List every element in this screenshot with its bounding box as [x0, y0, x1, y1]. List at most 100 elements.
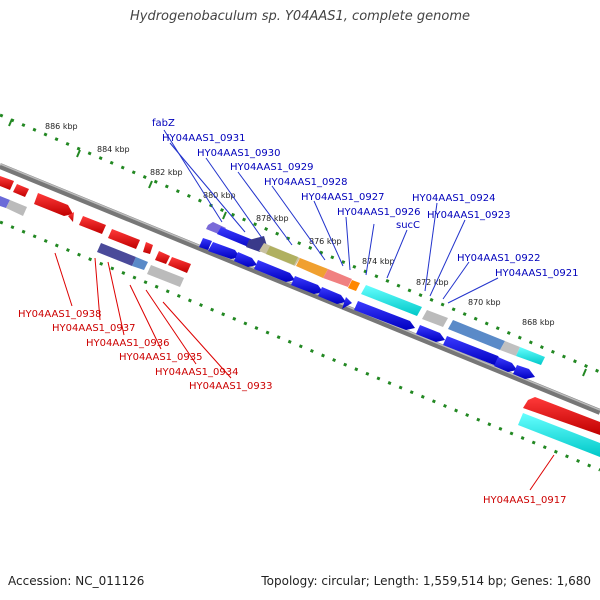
- scale-label: 870 kbp: [468, 298, 501, 307]
- cds-feature: [168, 257, 191, 273]
- rna-feature: [518, 413, 600, 457]
- cds-feature: [0, 176, 14, 190]
- genome-backbone: [0, 163, 600, 415]
- forward-features-row2: [199, 238, 535, 379]
- major-tick: [8, 118, 13, 127]
- reverse-leader-lines: [54, 252, 555, 491]
- cds-feature: [354, 301, 415, 330]
- reverse-labels: HY04AAS1_0938 HY04AAS1_0937 HY04AAS1_093…: [18, 309, 566, 506]
- map-title: Hydrogenobaculum sp. Y04AAS1, complete g…: [129, 9, 471, 24]
- gene-label: HY04AAS1_0937: [52, 323, 135, 334]
- gene-label: HY04AAS1_0936: [86, 338, 169, 349]
- major-tick: [582, 368, 587, 377]
- rna-feature: [361, 285, 422, 316]
- gene-label: HY04AAS1_0927: [301, 192, 384, 203]
- cds-feature: [448, 320, 505, 350]
- gene-label: HY04AAS1_0935: [119, 352, 202, 363]
- cds-feature: [318, 287, 346, 304]
- gene-label: sucC: [396, 220, 420, 231]
- cds-feature: [34, 193, 73, 216]
- cds-feature: [79, 216, 106, 234]
- cds-feature: [291, 276, 323, 294]
- gene-label: HY04AAS1_0921: [495, 268, 578, 279]
- major-tick: [76, 149, 81, 158]
- cds-feature: [234, 252, 257, 267]
- outer-tick-track: [0, 113, 600, 374]
- reverse-features-left: [0, 176, 191, 287]
- scale-label: 874 kbp: [362, 257, 395, 266]
- leader-line: [54, 252, 73, 307]
- leader-line: [162, 301, 232, 379]
- cds-feature: [443, 336, 503, 365]
- scale-label: 872 kbp: [416, 278, 449, 287]
- cds-feature: [523, 397, 600, 435]
- gene-label: HY04AAS1_0922: [457, 253, 540, 264]
- cds-feature: [68, 212, 74, 222]
- leader-line: [237, 171, 293, 246]
- reverse-features-right: [518, 397, 600, 457]
- scale-label: 886 kbp: [45, 122, 78, 131]
- forward-features-row1: [206, 222, 545, 365]
- cds-feature: [296, 258, 328, 278]
- scale-label: 868 kbp: [522, 318, 555, 327]
- gene-label: HY04AAS1_0938: [18, 309, 101, 320]
- gene-label: HY04AAS1_0931: [162, 133, 245, 144]
- cds-feature: [108, 229, 140, 249]
- gene-label: HY04AAS1_0934: [155, 367, 238, 378]
- leader-line: [107, 261, 125, 336]
- rna-feature: [516, 347, 545, 365]
- leader-line: [529, 454, 555, 491]
- leader-line: [129, 284, 162, 350]
- gene-label: HY04AAS1_0929: [230, 162, 313, 173]
- gene-label: HY04AAS1_0930: [197, 148, 280, 159]
- forward-leader-lines: [163, 129, 499, 304]
- leader-line: [386, 229, 408, 279]
- forward-labels: fabZ HY04AAS1_0931 HY04AAS1_0930 HY04AAS…: [152, 118, 578, 279]
- leader-line: [94, 257, 101, 321]
- leader-line: [345, 216, 351, 271]
- leader-line: [447, 277, 499, 304]
- leader-line: [169, 142, 246, 233]
- cds-feature: [416, 325, 445, 342]
- gene-label: HY04AAS1_0926: [337, 207, 420, 218]
- major-tick: [148, 180, 153, 189]
- cds-feature: [143, 242, 153, 254]
- genome-summary-text: Topology: circular; Length: 1,559,514 bp…: [261, 574, 591, 588]
- gene-label: HY04AAS1_0923: [427, 210, 510, 221]
- cds-feature: [208, 242, 240, 259]
- leader-line: [424, 202, 438, 292]
- leader-line: [429, 219, 466, 297]
- cds-feature: [494, 357, 517, 372]
- leader-line: [365, 223, 375, 276]
- cds-feature: [266, 246, 298, 265]
- cds-feature: [323, 269, 352, 287]
- gene-label: fabZ: [152, 118, 175, 129]
- leader-line: [271, 185, 326, 261]
- cds-feature: [348, 280, 360, 291]
- leader-line: [163, 129, 223, 223]
- cds-feature: [6, 200, 27, 216]
- scale-label: 884 kbp: [97, 145, 130, 154]
- leader-line: [145, 289, 197, 365]
- cds-feature: [342, 297, 352, 309]
- cds-feature: [500, 341, 520, 356]
- scale-label: 880 kbp: [203, 191, 236, 200]
- cds-feature: [132, 257, 148, 270]
- gene-label: HY04AAS1_0928: [264, 177, 347, 188]
- cds-feature: [422, 310, 448, 327]
- cds-feature: [155, 251, 170, 264]
- cds-feature: [513, 365, 535, 379]
- cds-feature: [147, 265, 184, 287]
- accession-text: Accession: NC_011126: [8, 574, 145, 588]
- cds-feature: [199, 238, 212, 250]
- major-tick: [222, 211, 227, 220]
- cds-feature: [97, 243, 136, 266]
- scale-ticks: [0, 113, 600, 472]
- leader-line: [313, 200, 344, 267]
- leader-line: [205, 157, 263, 239]
- gene-label: HY04AAS1_0933: [189, 381, 272, 392]
- leader-line: [442, 261, 470, 300]
- cds-feature: [254, 260, 295, 282]
- scale-label: 876 kbp: [309, 237, 342, 246]
